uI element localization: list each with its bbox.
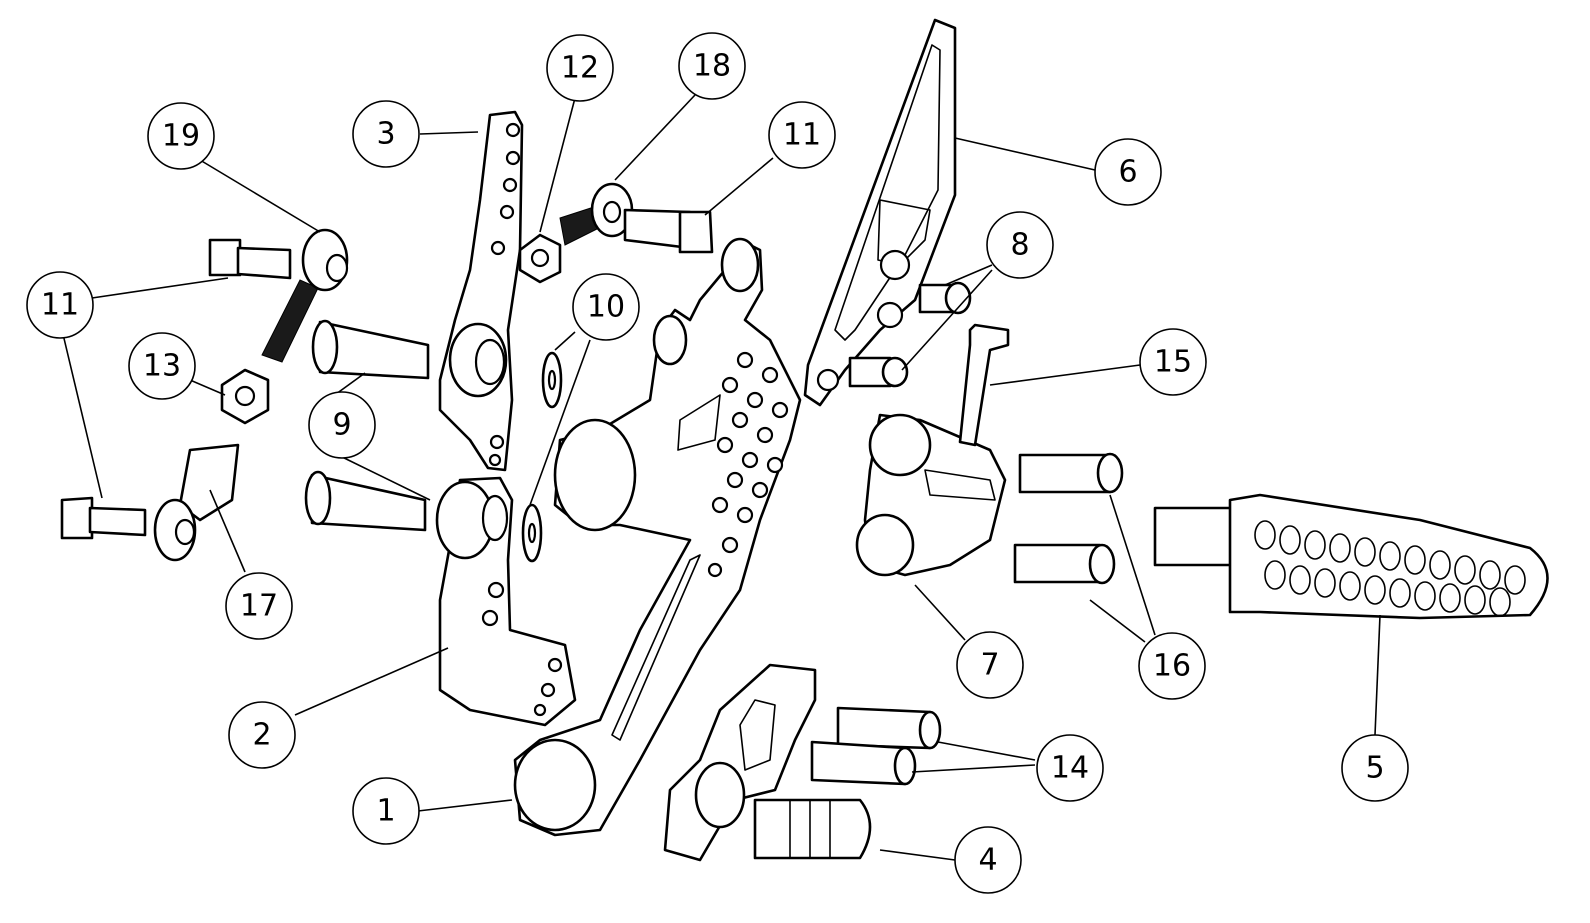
callout-label: 11 [41, 288, 79, 323]
leader-19 [199, 159, 321, 233]
part-5-footpeg [1153, 493, 1549, 620]
callout-14: 14 [1036, 734, 1104, 802]
callout-label: 12 [561, 51, 599, 86]
leader-9b [337, 454, 431, 501]
callout-label: 8 [1010, 228, 1029, 263]
part-13-hex-nut [220, 368, 270, 425]
callout-label: 17 [240, 589, 278, 624]
leader-2 [294, 647, 449, 716]
part-19-rod-end [261, 228, 349, 363]
part-9-spacers [304, 319, 430, 532]
callout-18: 18 [678, 32, 746, 100]
callout-label: 5 [1365, 751, 1384, 786]
leader-17 [209, 489, 246, 573]
part-11-bolt-upper [623, 208, 714, 254]
callout-label: 13 [143, 349, 181, 384]
leader-5 [1374, 614, 1381, 736]
leader-13 [189, 379, 226, 396]
leader-14b [911, 764, 1036, 773]
leader-10b [529, 339, 591, 506]
part-7-footpeg-mount [855, 413, 1007, 577]
callout-1: 1 [352, 777, 420, 845]
leader-15 [989, 364, 1141, 386]
part-11-bolt-left-lower [60, 496, 147, 540]
callouts: 1 2 3 4 5 6 7 8 9 10 11 11 12 13 14 15 1… [26, 32, 1409, 894]
leader-7 [914, 584, 966, 641]
part-3-link-arm [438, 110, 524, 472]
leader-14a [937, 741, 1036, 761]
callout-3: 3 [352, 100, 420, 168]
part-17-rod-end [153, 443, 240, 562]
callout-label: 10 [587, 290, 625, 325]
callout-label: 15 [1154, 345, 1192, 380]
leader-11-left-a [91, 277, 229, 299]
leader-4 [879, 849, 956, 861]
callout-label: 6 [1118, 155, 1137, 190]
leader-8a [944, 264, 993, 286]
leader-11-upper [704, 157, 774, 216]
leader-lines [61, 94, 1381, 861]
callout-9: 9 [308, 391, 376, 459]
callout-label: 9 [332, 408, 351, 443]
leader-12 [539, 97, 576, 233]
callout-label: 1 [376, 794, 395, 829]
part-6-upper-plate [803, 18, 957, 407]
part-1-main-plate [513, 237, 802, 837]
callout-label: 11 [783, 118, 821, 153]
leader-11-left-b [61, 329, 103, 499]
part-15-pin [958, 323, 1010, 447]
callout-label: 3 [376, 117, 395, 152]
leader-8b [901, 269, 993, 371]
callout-label: 14 [1051, 751, 1089, 786]
part-18-rod-end [559, 182, 634, 246]
callout-13: 13 [128, 332, 196, 400]
callout-17: 17 [225, 572, 293, 640]
leader-16b [1089, 599, 1146, 643]
part-14-screws [810, 706, 942, 786]
leader-10a [554, 331, 576, 351]
callout-19: 19 [147, 102, 215, 170]
footpeg-knurl-pattern [1254, 520, 1526, 617]
callout-8: 8 [986, 211, 1054, 279]
callout-label: 18 [693, 49, 731, 84]
callout-4: 4 [954, 826, 1022, 894]
callout-5: 5 [1341, 734, 1409, 802]
main-plate-holes [707, 351, 789, 578]
part-11-bolt-left-upper [208, 238, 292, 280]
callout-label: 2 [252, 718, 271, 753]
leader-6 [954, 137, 1096, 171]
part-12-hex-nut [518, 233, 562, 284]
leader-1 [417, 799, 513, 812]
part-10-washers [521, 351, 563, 563]
leader-3 [419, 131, 479, 135]
callout-11-upper: 11 [768, 101, 836, 169]
callout-7: 7 [956, 631, 1024, 699]
callout-6: 6 [1094, 138, 1162, 206]
callout-2: 2 [228, 701, 296, 769]
part-16-cap-screws [1013, 452, 1124, 585]
leader-18 [614, 94, 696, 181]
callout-label: 4 [978, 843, 997, 878]
callout-label: 19 [162, 119, 200, 154]
callout-label: 7 [980, 648, 999, 683]
callout-11-left: 11 [26, 271, 94, 339]
callout-10: 10 [572, 273, 640, 341]
leader-16a [1109, 494, 1156, 636]
part-2-lower-bracket [435, 476, 577, 727]
callout-16: 16 [1138, 632, 1206, 700]
part-4-shift-peg [663, 663, 872, 862]
callout-12: 12 [546, 34, 614, 102]
callout-label: 16 [1153, 649, 1191, 684]
callout-15: 15 [1139, 328, 1207, 396]
